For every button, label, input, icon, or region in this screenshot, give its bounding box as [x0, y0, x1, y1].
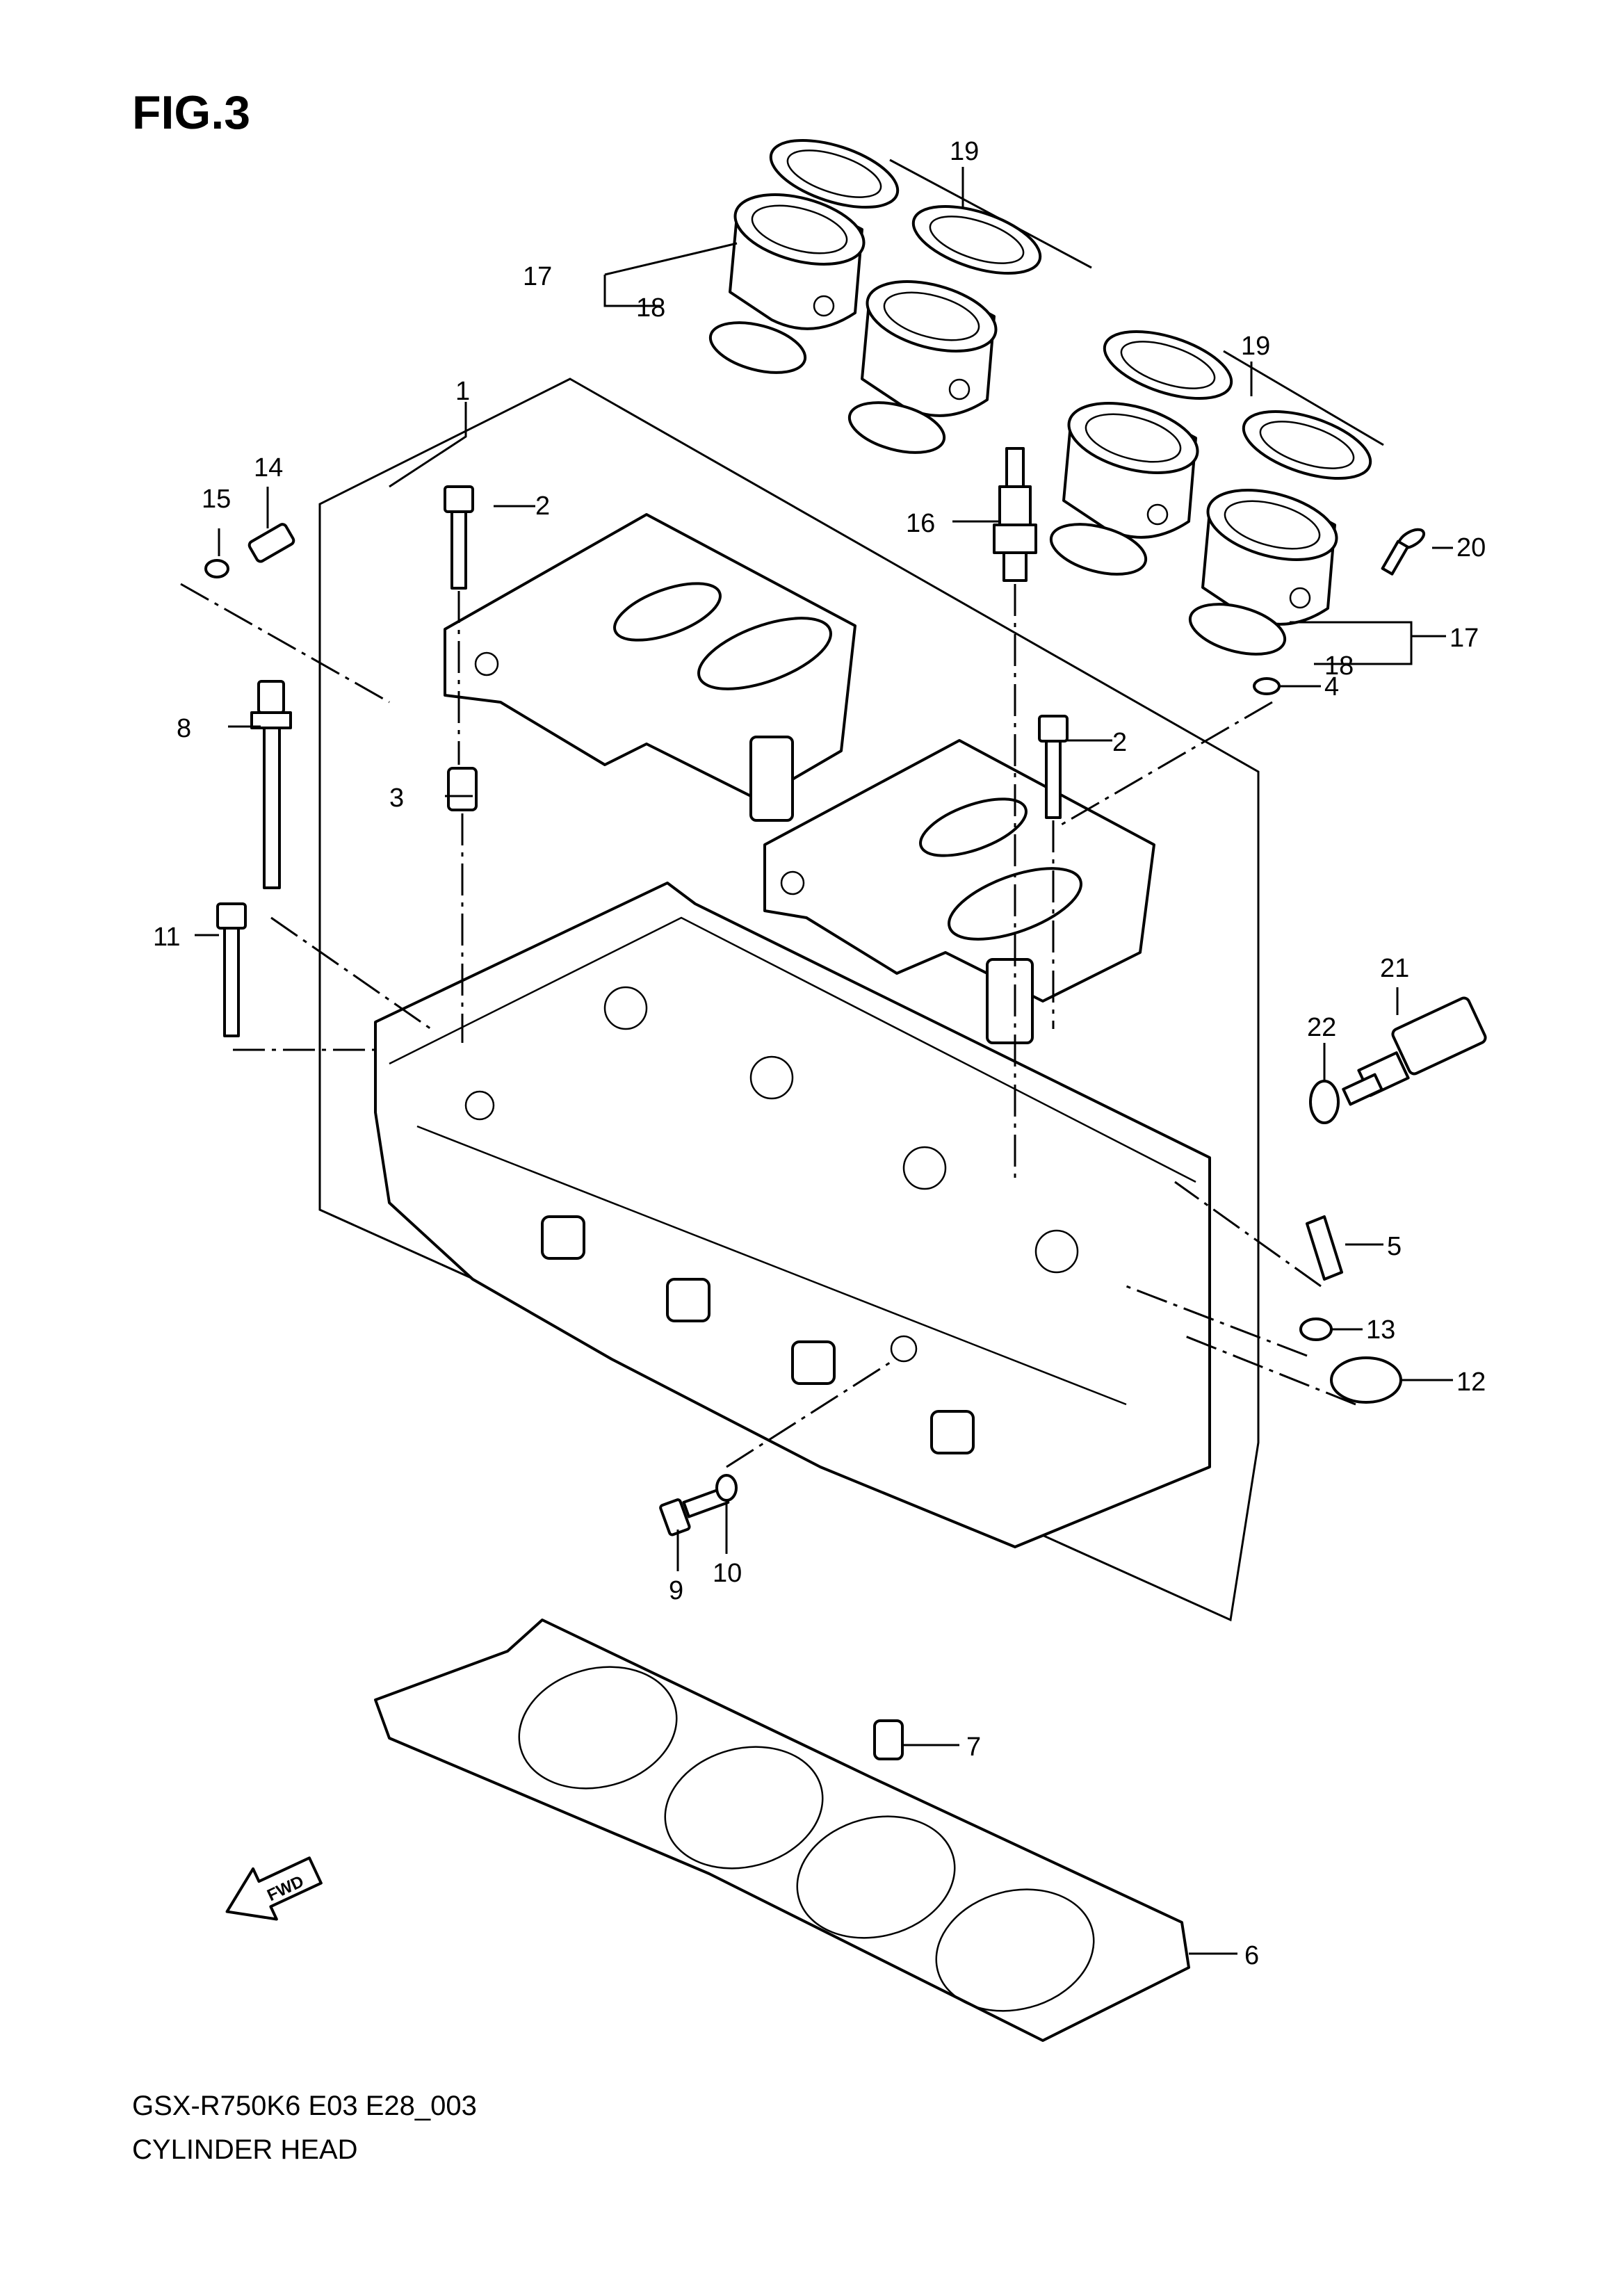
spark-plug-icon	[993, 447, 1037, 582]
diagram-caption: CYLINDER HEAD	[132, 2134, 358, 2165]
callout-20: 20	[1456, 533, 1486, 562]
model-code: GSX-R750K6 E03 E28_003	[132, 2091, 477, 2121]
callout-12: 12	[1456, 1368, 1486, 1397]
bolt-icon	[216, 902, 247, 1037]
fwd-arrow-icon: FWD	[225, 1856, 323, 1921]
callout-16: 16	[906, 509, 935, 538]
washer-icon	[1253, 677, 1281, 695]
bolt-icon	[250, 680, 292, 889]
temperature-sensor-icon	[1309, 996, 1487, 1124]
callout-17: 17	[1450, 624, 1479, 653]
alignment-lines	[180, 583, 1356, 1468]
callout-14: 14	[254, 453, 283, 482]
callout-13: 13	[1366, 1315, 1395, 1345]
fitting-icon	[204, 523, 295, 578]
callout-18: 18	[1324, 651, 1354, 681]
callout-2: 2	[1112, 728, 1127, 757]
callout-5: 5	[1387, 1232, 1402, 1261]
callout-labels: 19 17 18 19 1 2 3 8 11 15 14 16 2 4 20 1…	[153, 137, 1486, 1970]
intake-pipe-set-upper	[708, 138, 1092, 454]
bolt-icon	[659, 1474, 738, 1536]
dowel-pin-icon	[873, 1719, 904, 1760]
callout-4: 4	[1324, 672, 1339, 702]
callout-15: 15	[202, 485, 231, 514]
callout-7: 7	[966, 1733, 981, 1762]
callout-19: 19	[950, 137, 979, 166]
callout-9: 9	[669, 1576, 683, 1605]
guide-pipe-icon	[1306, 1215, 1343, 1281]
callout-17: 17	[523, 262, 552, 291]
assembly-box-outline	[318, 378, 1260, 1622]
callout-11: 11	[153, 923, 180, 952]
cylinder-head-gasket	[374, 1619, 1190, 2042]
callout-8: 8	[177, 714, 191, 743]
callout-19: 19	[1241, 332, 1270, 361]
callout-1: 1	[455, 377, 470, 406]
intake-pipe-set-lower	[1049, 330, 1384, 656]
leader-lines	[195, 167, 1453, 1955]
callout-22: 22	[1307, 1013, 1336, 1042]
screw-icon	[1381, 528, 1426, 576]
dowel-pin-icon	[447, 767, 478, 811]
camshaft-holder-left	[444, 513, 856, 822]
o-ring-icon	[1330, 1356, 1402, 1404]
callout-6: 6	[1244, 1941, 1259, 1970]
callout-10: 10	[713, 1559, 742, 1588]
callout-2: 2	[535, 492, 550, 521]
callout-3: 3	[389, 784, 404, 813]
bolt-icon	[444, 485, 1069, 819]
cylinder-head-body	[374, 882, 1211, 1548]
callout-21: 21	[1380, 954, 1409, 983]
o-ring-icon	[1299, 1317, 1333, 1341]
figure-title: FIG.3	[132, 86, 250, 139]
callout-18: 18	[636, 293, 665, 323]
